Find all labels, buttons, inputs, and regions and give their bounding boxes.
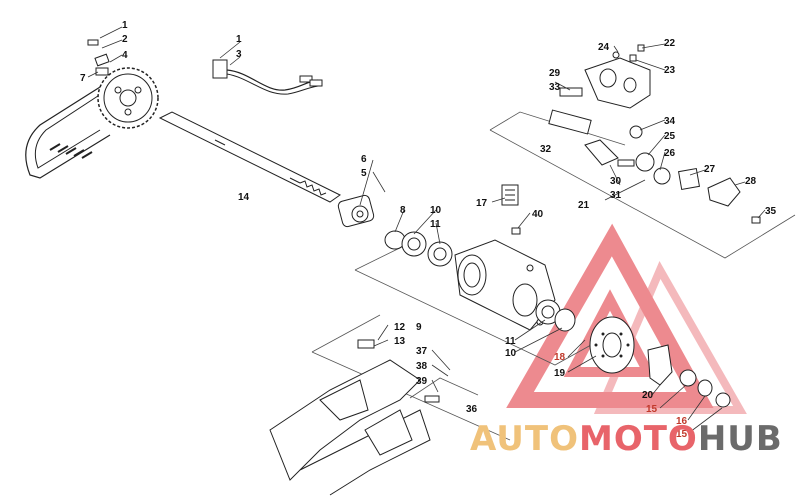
callout-22: 22 bbox=[664, 38, 676, 49]
caliper-pads bbox=[548, 109, 619, 166]
watermark-hub: HUB bbox=[698, 419, 783, 459]
callout-31: 31 bbox=[610, 190, 622, 201]
callout-3: 3 bbox=[236, 49, 242, 60]
callout-5: 5 bbox=[361, 168, 367, 179]
drive-chain bbox=[25, 81, 111, 179]
callout-23: 23 bbox=[664, 65, 676, 76]
callout-39: 39 bbox=[416, 376, 428, 387]
callout-15: 15 bbox=[646, 404, 658, 415]
callout-19: 19 bbox=[554, 368, 566, 379]
bolt-40 bbox=[511, 227, 521, 235]
callout-17: 17 bbox=[476, 198, 488, 209]
callout-24: 24 bbox=[598, 42, 610, 53]
callout-36: 36 bbox=[466, 404, 478, 415]
callout-30: 30 bbox=[610, 176, 622, 187]
brake-disc bbox=[589, 316, 635, 374]
callout-26: 26 bbox=[664, 148, 676, 159]
bearing-housing bbox=[454, 239, 556, 331]
callout-11-right: 11 bbox=[505, 336, 516, 347]
callout-33: 33 bbox=[549, 82, 561, 93]
callout-15-bottom: 15 bbox=[676, 429, 688, 440]
group-outlines bbox=[311, 111, 796, 441]
callout-labels: 1 2 4 7 1 3 24 22 23 29 33 34 25 26 32 3… bbox=[80, 20, 777, 440]
callout-34: 34 bbox=[664, 116, 676, 127]
speed-sensor-harness bbox=[212, 59, 323, 95]
callout-18: 18 bbox=[554, 352, 566, 363]
bearing-set-left bbox=[384, 230, 453, 267]
bearing-set-right bbox=[535, 299, 576, 332]
callout-4: 4 bbox=[122, 50, 128, 61]
callout-7: 7 bbox=[80, 73, 86, 84]
callout-32: 32 bbox=[540, 144, 552, 155]
callout-8: 8 bbox=[400, 205, 406, 216]
label-decal bbox=[501, 184, 519, 206]
watermark-auto: AUTO bbox=[470, 419, 579, 459]
drive-sprocket bbox=[97, 67, 159, 129]
callout-12: 12 bbox=[394, 322, 406, 333]
callout-28: 28 bbox=[745, 176, 757, 187]
watermark-moto: MOTO bbox=[579, 419, 698, 459]
callout-29: 29 bbox=[549, 68, 561, 79]
caliper-piston-parts bbox=[612, 44, 761, 224]
sprocket-bolt-parts bbox=[87, 39, 110, 76]
svg-text:AUTOMOTOHUB: AUTOMOTOHUB bbox=[470, 419, 783, 459]
callout-14: 14 bbox=[238, 192, 250, 203]
callout-16: 16 bbox=[676, 416, 688, 427]
rear-hub bbox=[647, 344, 731, 408]
callout-21: 21 bbox=[578, 200, 590, 211]
callout-20: 20 bbox=[642, 390, 654, 401]
callout-13: 13 bbox=[394, 336, 406, 347]
callout-6: 6 bbox=[361, 154, 367, 165]
leader-lines bbox=[87, 26, 766, 433]
callout-10: 10 bbox=[430, 205, 442, 216]
callout-37: 37 bbox=[416, 346, 428, 357]
callout-40: 40 bbox=[532, 209, 544, 220]
flange-hub bbox=[337, 194, 375, 228]
watermark-text: AUTOMOTOHUB bbox=[470, 419, 783, 459]
callout-11: 11 bbox=[430, 219, 441, 230]
callout-25: 25 bbox=[664, 131, 676, 142]
callout-38: 38 bbox=[416, 361, 428, 372]
callout-35: 35 bbox=[765, 206, 777, 217]
axle-shaft bbox=[158, 111, 341, 203]
callout-1: 1 bbox=[122, 20, 128, 31]
chassis-frame bbox=[269, 339, 440, 496]
callout-27: 27 bbox=[704, 164, 716, 175]
callout-2: 2 bbox=[122, 34, 128, 45]
callout-10-right: 10 bbox=[505, 348, 517, 359]
brake-caliper bbox=[559, 57, 651, 109]
callout-9: 9 bbox=[416, 322, 422, 333]
callout-1-sensor: 1 bbox=[236, 34, 242, 45]
